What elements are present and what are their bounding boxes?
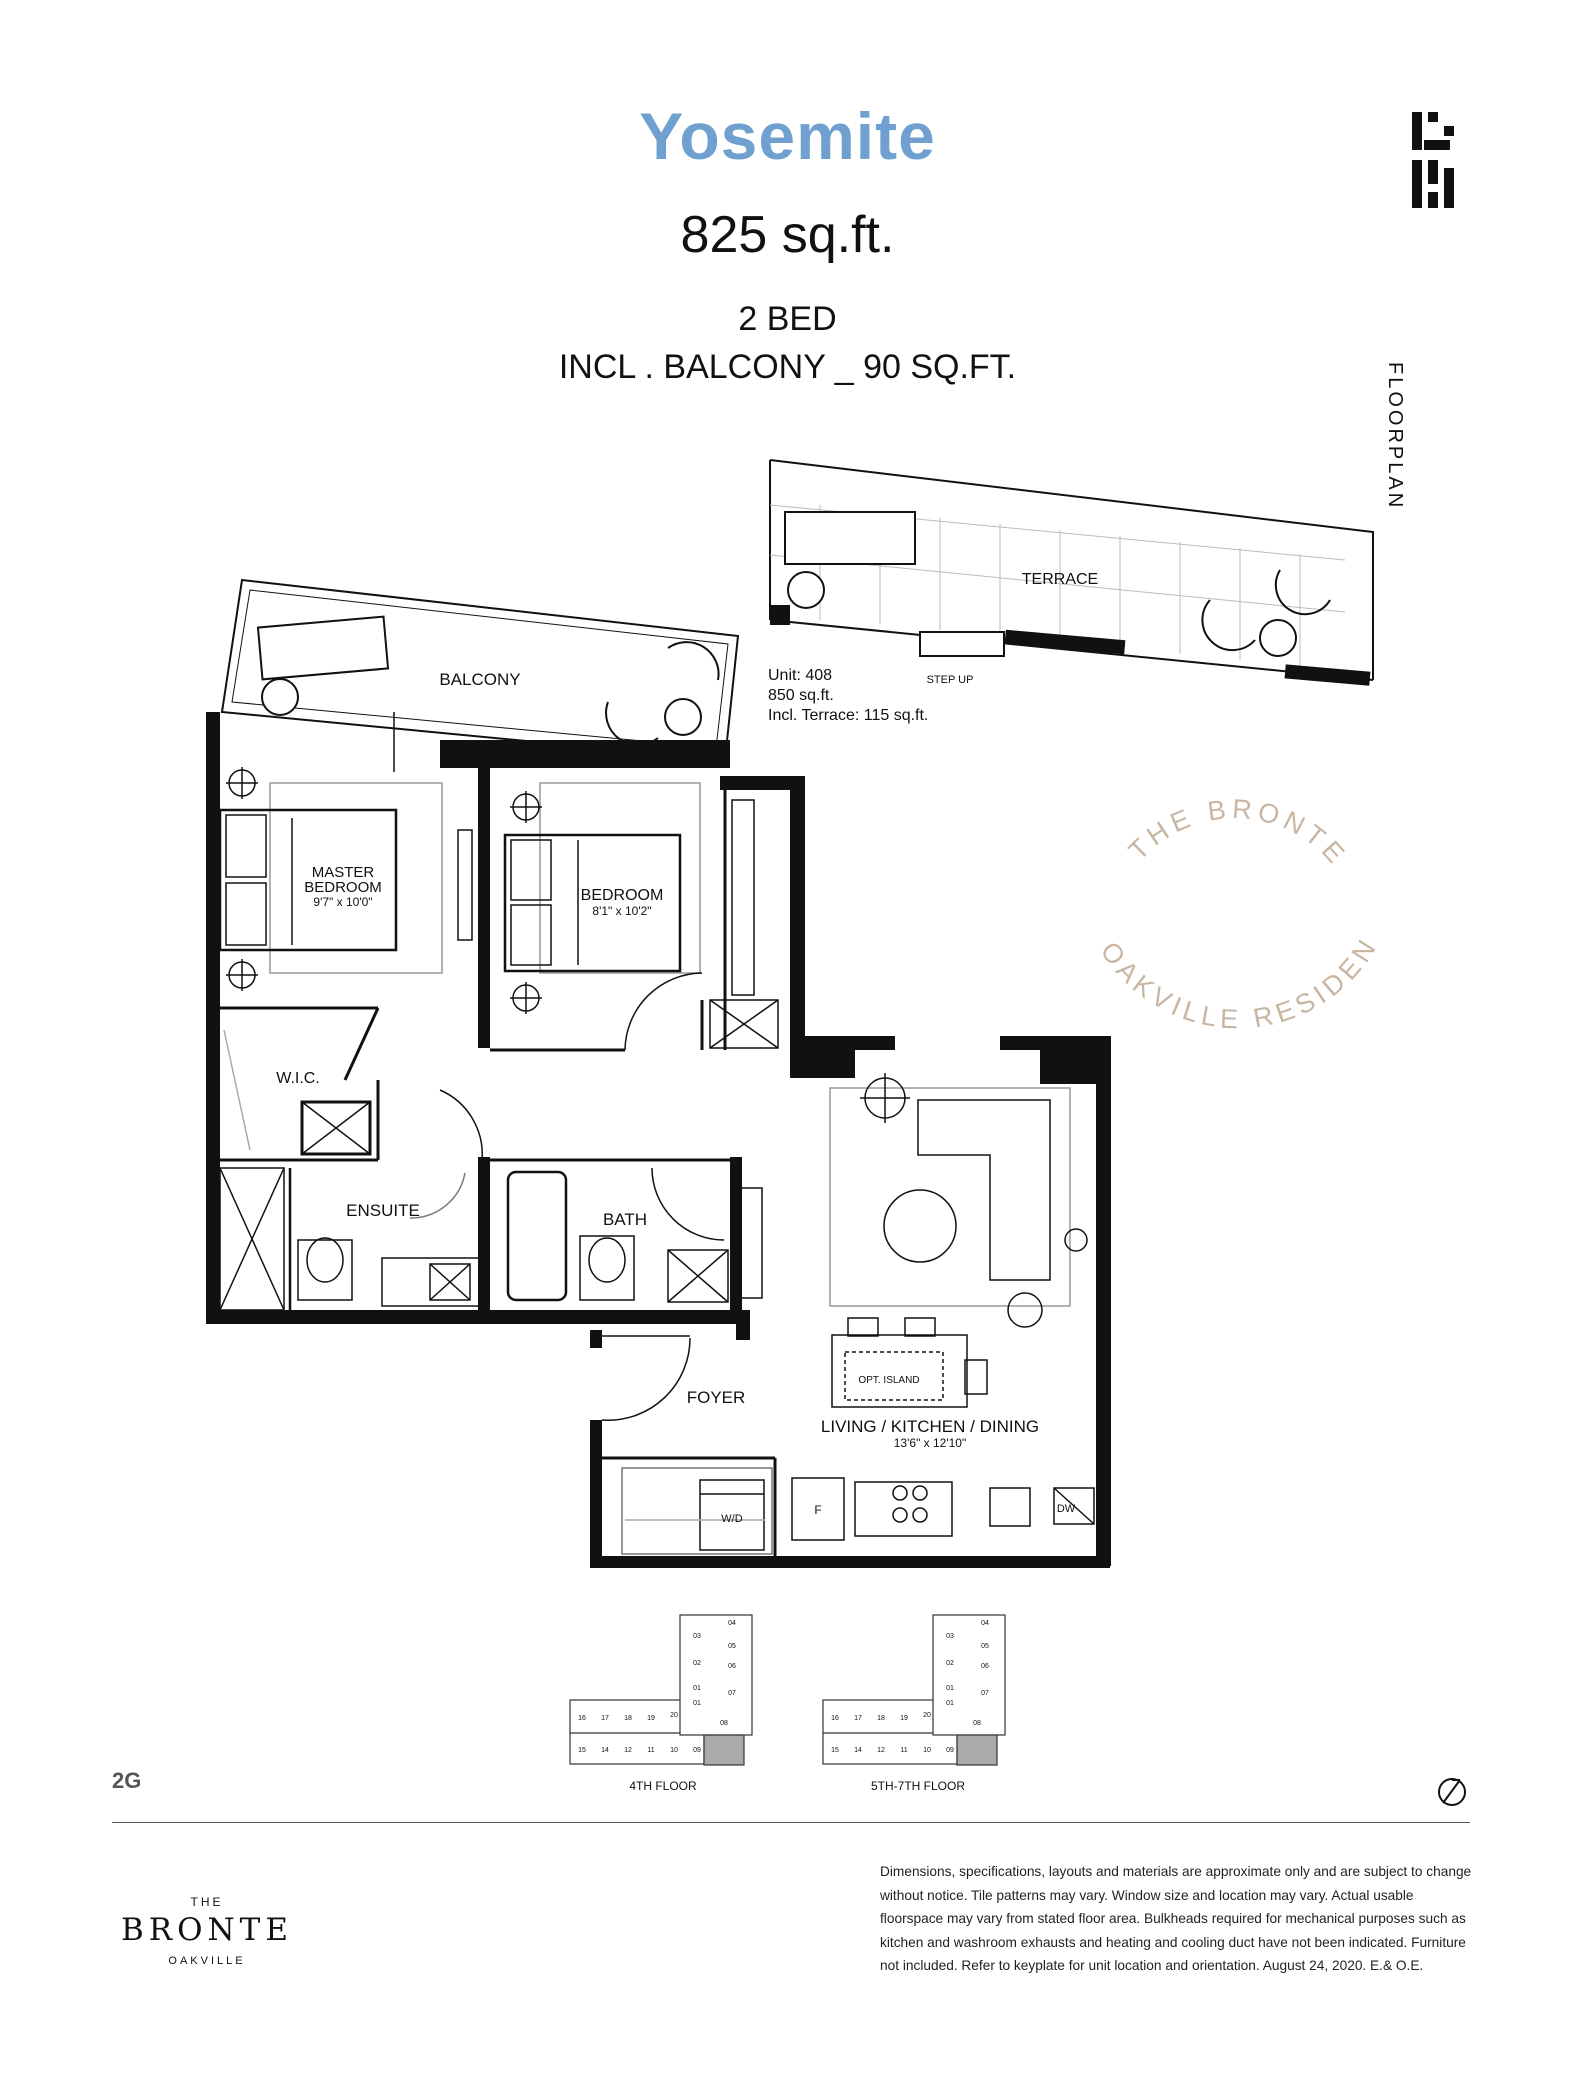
- bedroom-label: BEDROOM: [581, 887, 664, 904]
- kp2-unit-top: 01: [946, 1700, 954, 1707]
- keyplate-left-caption: 4TH FLOOR: [629, 1779, 697, 1793]
- kp2-unit-bottom: 15: [831, 1747, 839, 1754]
- kp1-unit-top: 20: [670, 1712, 678, 1719]
- kp2-wing-unit: 08: [973, 1720, 981, 1727]
- master-bedroom: [218, 712, 473, 991]
- bedroom-2: [503, 782, 779, 1051]
- island-label: OPT. ISLAND: [858, 1375, 919, 1386]
- unit-area: 825 sq.ft.: [680, 206, 895, 264]
- keyplate-4th-floor: [569, 1614, 753, 1766]
- kp1-wing-unit: 06: [728, 1663, 736, 1670]
- kp2-unit-bottom: 12: [877, 1747, 885, 1754]
- kp2-unit-bottom: 14: [854, 1747, 862, 1754]
- bath-label: BATH: [603, 1210, 647, 1229]
- master-bedroom-size: 9'7" x 10'0": [313, 895, 372, 909]
- kp1-wing-unit: 08: [720, 1720, 728, 1727]
- kp2-unit-bottom: 11: [900, 1747, 907, 1754]
- kp2-wing-unit: 03: [946, 1633, 954, 1640]
- kp1-unit-bottom: 14: [601, 1747, 609, 1754]
- wic-label: W.I.C.: [276, 1070, 320, 1087]
- footer-divider: [112, 1822, 1470, 1823]
- kp1-unit-bottom: 15: [578, 1747, 586, 1754]
- balcony-area: INCL . BALCONY _ 90 SQ.FT.: [558, 348, 1017, 386]
- kp1-unit-top: 18: [624, 1715, 632, 1722]
- living-kitchen-dining: [791, 1073, 1111, 1541]
- kp1-unit-top: 17: [601, 1715, 609, 1722]
- balcony-label: BALCONY: [439, 670, 520, 689]
- keyplate-5th-7th-floor: [822, 1614, 1006, 1766]
- dishwasher-label: DW: [1057, 1503, 1076, 1515]
- bedroom-count: 2 BED: [738, 300, 837, 338]
- bathroom: [506, 1167, 763, 1303]
- living-label: LIVING / KITCHEN / DINING: [821, 1417, 1039, 1436]
- kp2-unit-top: 20: [923, 1712, 931, 1719]
- brand-city: OAKVILLE: [168, 1955, 246, 1967]
- kp1-unit-bottom: 12: [624, 1747, 632, 1754]
- brand-name: BRONTE: [121, 1912, 293, 1948]
- kp1-wing-unit: 07: [728, 1690, 736, 1697]
- kp2-wing-unit: 04: [981, 1620, 989, 1627]
- washer-dryer-label: W/D: [721, 1513, 742, 1525]
- disclaimer: Dimensions, specifications, layouts and …: [880, 1864, 1472, 1973]
- kp2-unit-bottom: 10: [923, 1747, 931, 1754]
- kp2-unit-top: 18: [877, 1715, 885, 1722]
- step-up-label: STEP UP: [927, 674, 974, 686]
- kp1-wing-unit: 03: [693, 1633, 701, 1640]
- master-bedroom-label-line1: MASTER: [312, 864, 375, 881]
- unit-terrace-area: Incl. Terrace: 115 sq.ft.: [768, 707, 928, 724]
- ensuite-label: ENSUITE: [346, 1201, 420, 1220]
- living-size: 13'6" x 12'10": [894, 1436, 967, 1450]
- terrace-area: [769, 459, 1374, 681]
- unit-name: Yosemite: [639, 99, 936, 173]
- balcony-area: [220, 578, 740, 762]
- kp2-wing-unit: 06: [981, 1663, 989, 1670]
- north-arrow-icon: [1438, 1778, 1466, 1806]
- kp1-unit-bottom: 10: [670, 1747, 678, 1754]
- kp1-unit-bottom: 11: [647, 1747, 654, 1754]
- kp2-unit-top: 19: [900, 1715, 908, 1722]
- walk-in-closet: [223, 1029, 483, 1161]
- kp1-unit-top: 01: [693, 1700, 701, 1707]
- watermark-line1: THE BRONTE: [1123, 794, 1354, 872]
- kp2-unit-bottom: 09: [946, 1747, 954, 1754]
- plan-code: 2G: [112, 1768, 142, 1793]
- brand-mark-icon: [1412, 112, 1454, 208]
- kp1-unit-top: 19: [647, 1715, 655, 1722]
- kp2-wing-unit: 02: [946, 1660, 954, 1667]
- unit-number: Unit: 408: [768, 667, 832, 684]
- unit-total-area: 850 sq.ft.: [768, 687, 834, 704]
- exterior-walls: [206, 712, 1111, 1568]
- brand-the: THE: [190, 1895, 224, 1909]
- kp1-unit-bottom: 09: [693, 1747, 701, 1754]
- kp1-wing-unit: 05: [728, 1643, 736, 1650]
- terrace-wall-segments: [770, 605, 1371, 686]
- kp1-unit-top: 16: [578, 1715, 586, 1722]
- kp2-wing-unit: 07: [981, 1690, 989, 1697]
- master-bedroom-label-line2: BEDROOM: [304, 879, 382, 896]
- bedroom-size: 8'1" x 10'2": [592, 904, 651, 918]
- kp2-unit-top: 16: [831, 1715, 839, 1722]
- foyer-label: FOYER: [687, 1388, 746, 1407]
- fridge-label: F: [814, 1503, 821, 1517]
- kp2-wing-unit: 05: [981, 1643, 989, 1650]
- kp2-wing-unit: 01: [946, 1685, 954, 1692]
- kp1-wing-unit: 02: [693, 1660, 701, 1667]
- keyplate-right-caption: 5TH-7TH FLOOR: [871, 1779, 965, 1793]
- ensuite: [219, 1167, 481, 1311]
- foyer: [601, 1335, 773, 1555]
- interior-walls: [220, 790, 777, 1556]
- terrace-label: TERRACE: [1022, 571, 1098, 588]
- kp1-wing-unit: 01: [693, 1685, 701, 1692]
- kp2-unit-top: 17: [854, 1715, 862, 1722]
- kp1-wing-unit: 04: [728, 1620, 736, 1627]
